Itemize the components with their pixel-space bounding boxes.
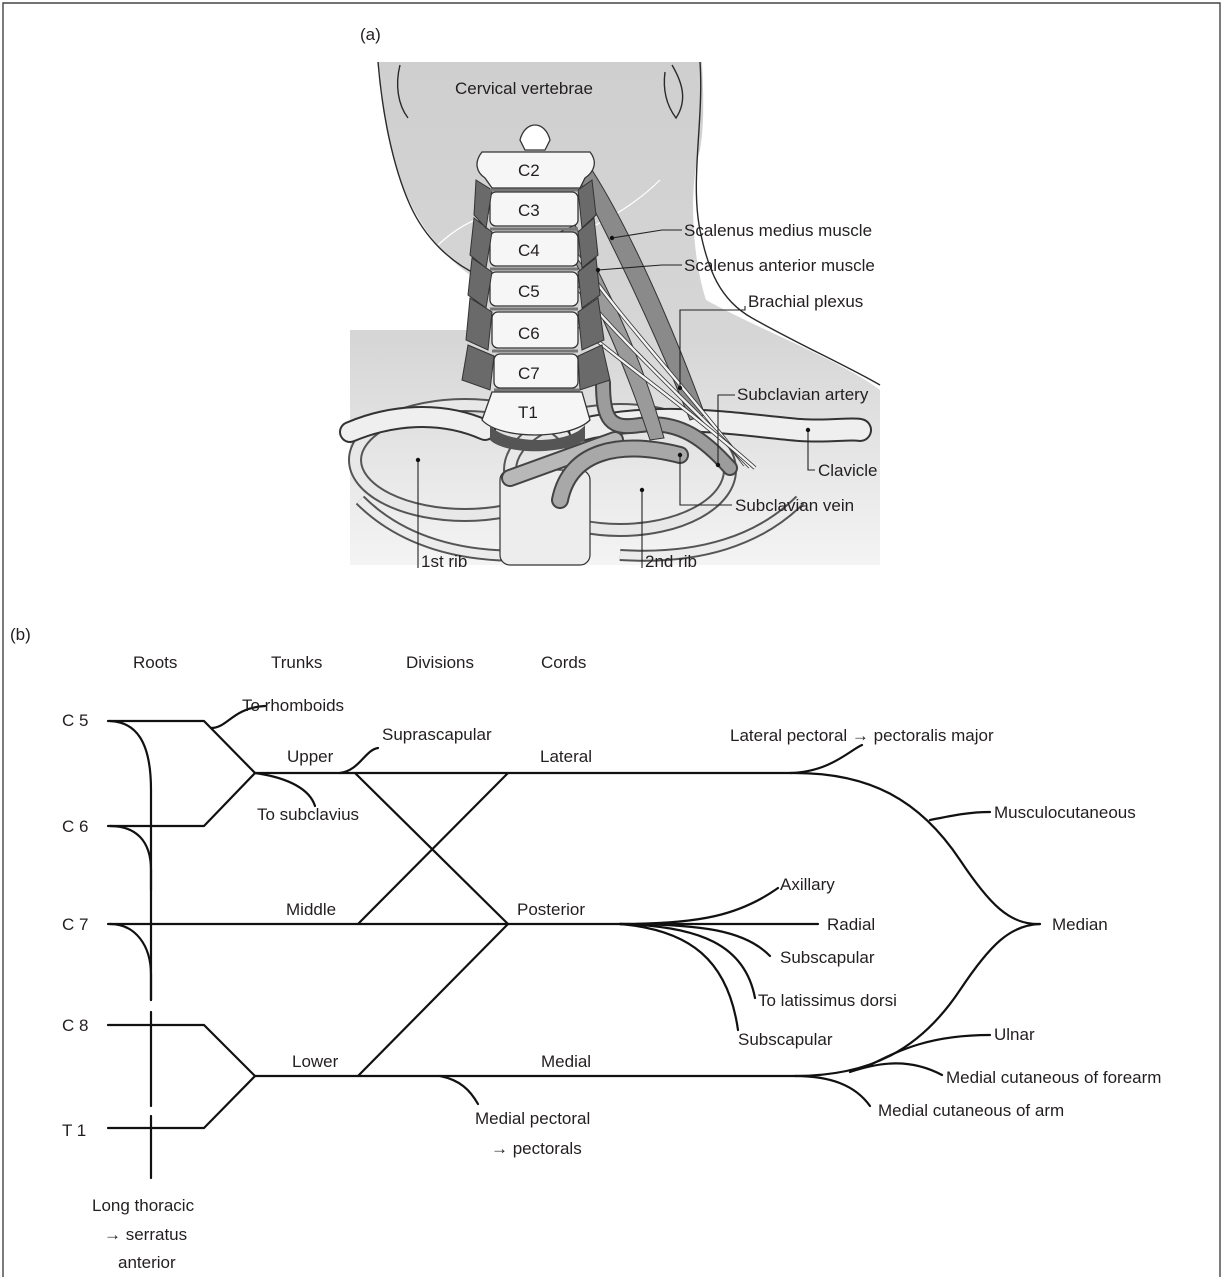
to-subclavius-branch	[255, 773, 315, 806]
root-t1: T 1	[62, 1121, 86, 1140]
medial-pectoral-branch	[440, 1076, 478, 1104]
label-to-latissimus: To latissimus dorsi	[758, 991, 897, 1010]
cord-posterior: Posterior	[517, 900, 585, 919]
header-divisions: Divisions	[406, 653, 474, 672]
root-c8: C 8	[62, 1016, 88, 1035]
root-c6: C 6	[62, 817, 88, 836]
label-long-thoracic-3: anterior	[118, 1253, 176, 1272]
label-second-rib: 2nd rib	[645, 552, 697, 571]
vertebra-label-c5: C5	[518, 282, 540, 301]
root-line-c5	[108, 721, 255, 773]
label-to-subclavius: To subclavius	[257, 805, 359, 824]
label-clavicle: Clavicle	[818, 461, 878, 480]
label-lateral-pectoral: Lateral pectoral → pectoralis major	[730, 726, 994, 745]
panel-a-illustration: (a)	[350, 25, 880, 571]
medial-cut-arm-branch	[795, 1076, 870, 1106]
label-subclavian-artery: Subclavian artery	[737, 385, 869, 404]
label-median: Median	[1052, 915, 1108, 934]
trunk-middle: Middle	[286, 900, 336, 919]
label-radial: Radial	[827, 915, 875, 934]
root-line-c6	[108, 773, 255, 826]
medial-cut-forearm-branch	[850, 1063, 942, 1075]
cord-lateral: Lateral	[540, 747, 592, 766]
lateral-to-median	[795, 773, 1040, 924]
vertebra-label-t1: T1	[518, 403, 538, 422]
panel-a-label: (a)	[360, 25, 381, 44]
vertebra-label-c6: C6	[518, 324, 540, 343]
cervical-vertebrae-title: Cervical vertebrae	[455, 79, 593, 98]
cord-medial: Medial	[541, 1052, 591, 1071]
suprascapular-branch	[340, 748, 378, 773]
root-c5: C 5	[62, 711, 88, 730]
label-subscapular-upper: Subscapular	[780, 948, 875, 967]
label-axillary: Axillary	[780, 875, 835, 894]
panel-b-label: (b)	[10, 625, 31, 644]
label-suprascapular: Suprascapular	[382, 725, 492, 744]
label-long-thoracic-2: → serratus	[104, 1225, 187, 1244]
subscapular-upper-branch	[620, 924, 770, 956]
long-thoracic-c7	[110, 924, 151, 1000]
label-to-rhomboids: To rhomboids	[242, 696, 344, 715]
root-line-c8	[108, 1025, 255, 1076]
header-cords: Cords	[541, 653, 586, 672]
axillary-branch	[620, 888, 778, 924]
label-first-rib: 1st rib	[421, 552, 467, 571]
label-long-thoracic-1: Long thoracic	[92, 1196, 195, 1215]
label-scalenus-anterior: Scalenus anterior muscle	[684, 256, 875, 275]
label-scalenus-medius: Scalenus medius muscle	[684, 221, 872, 240]
vertebra-label-c2: C2	[518, 161, 540, 180]
label-subscapular-lower: Subscapular	[738, 1030, 833, 1049]
lateral-pectoral-branch	[790, 745, 862, 773]
header-roots: Roots	[133, 653, 177, 672]
trunk-upper: Upper	[287, 747, 334, 766]
long-thoracic-c6	[110, 826, 151, 890]
trunk-lower: Lower	[292, 1052, 339, 1071]
label-brachial-plexus: Brachial plexus	[748, 292, 863, 311]
header-trunks: Trunks	[271, 653, 322, 672]
label-medial-pectoral-1: Medial pectoral	[475, 1109, 590, 1128]
panel-b-schematic: (b) Roots Trunks Divisions Cords C 5 C 6…	[10, 625, 1161, 1272]
ulnar-branch	[870, 1035, 990, 1065]
vertebra-label-c7: C7	[518, 364, 540, 383]
subscapular-lower-branch	[620, 924, 738, 1030]
root-c7: C 7	[62, 915, 88, 934]
vertebra-label-c3: C3	[518, 201, 540, 220]
musculocutaneous-branch	[930, 812, 990, 820]
vertebra-label-c4: C4	[518, 241, 540, 260]
label-musculocutaneous: Musculocutaneous	[994, 803, 1136, 822]
label-medial-cut-arm: Medial cutaneous of arm	[878, 1101, 1064, 1120]
label-medial-pectoral-2: → pectorals	[491, 1139, 582, 1158]
label-ulnar: Ulnar	[994, 1025, 1035, 1044]
label-subclavian-vein: Subclavian vein	[735, 496, 854, 515]
label-medial-cut-forearm: Medial cutaneous of forearm	[946, 1068, 1161, 1087]
root-line-t1	[108, 1076, 255, 1128]
lower-posterior-division	[358, 924, 508, 1076]
